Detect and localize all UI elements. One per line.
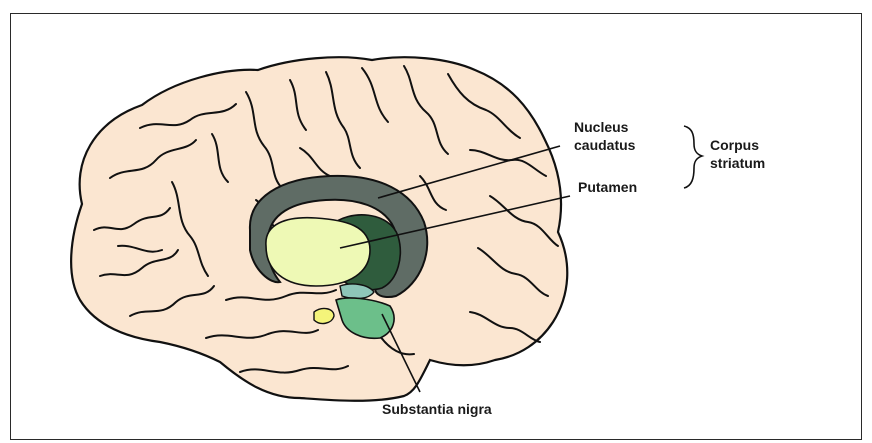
label-substantia-nigra: Substantia nigra [382,401,492,417]
label-nucleus-line2: caudatus [574,137,636,153]
corpus-striatum-brace [684,126,702,188]
label-corpus-line1: Corpus [710,137,759,153]
label-corpus-line2: striatum [710,155,765,171]
label-putamen: Putamen [578,179,637,195]
small-yellow-structure [314,309,334,324]
putamen [266,218,370,286]
label-nucleus-line1: Nucleus [574,119,629,135]
